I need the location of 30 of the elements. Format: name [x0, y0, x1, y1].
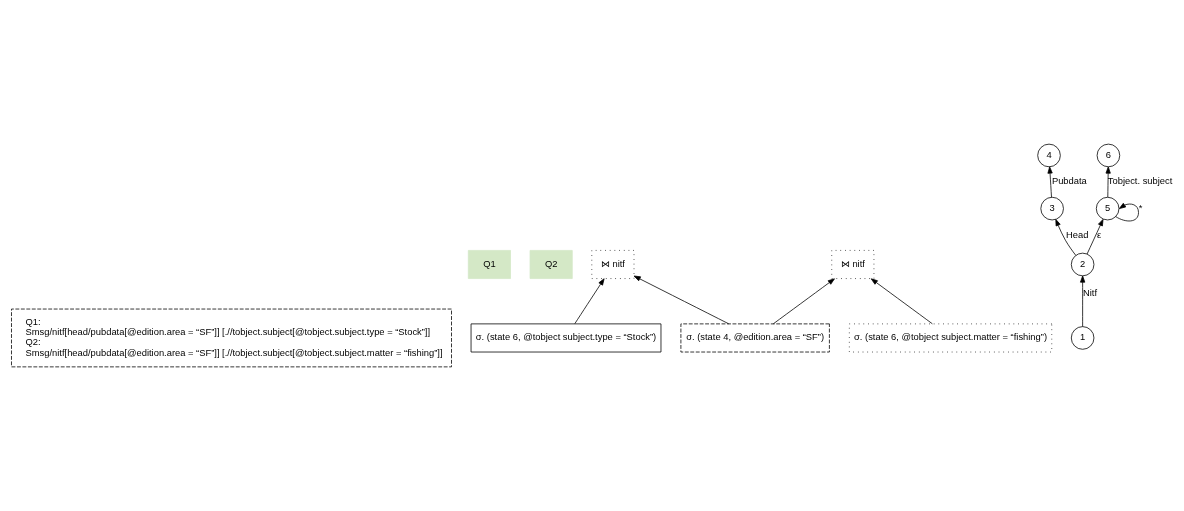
arrow	[1080, 275, 1086, 327]
node-circle: 3	[1040, 196, 1064, 221]
node-box: σ. (state 6, @tobject subject.type = “Stock”)	[470, 323, 662, 353]
node-box: ⋈ nitf	[591, 250, 635, 279]
node-circle: 1	[1070, 326, 1095, 350]
node-circle: 2	[1070, 252, 1095, 277]
arrow	[1055, 219, 1077, 256]
node-box: ⋈ nitf	[831, 250, 875, 279]
arrow	[1115, 202, 1139, 222]
edge-label: Pubdata	[1051, 176, 1087, 187]
node-box: σ. (state 4, @edition.area = “SF”)	[680, 323, 830, 353]
node-circle: 6	[1096, 143, 1121, 168]
node-box: Q2	[529, 250, 573, 279]
edge-label: Head	[1065, 229, 1089, 240]
arrow	[772, 278, 835, 325]
node-circle: 4	[1037, 143, 1061, 168]
arrow	[870, 278, 933, 325]
node-box: σ. (state 6, @tobject subject.matter = “fishing”)	[848, 323, 1053, 353]
arrow	[1086, 219, 1104, 255]
edge-label: Tobject. subject	[1107, 176, 1173, 187]
edge-label: ε	[1096, 229, 1102, 240]
node-box: Q1	[467, 250, 511, 279]
edge-label: Nitf	[1083, 288, 1098, 299]
arrow	[1047, 166, 1053, 198]
edge-label: *	[1138, 203, 1143, 214]
node-circle: 5	[1095, 196, 1120, 221]
node-box: Q1: Smsg/nitf[head/pubdata[@edition.area = “SF”]] [.//tobject.subject[@tobject.subject.type = “Stock”]] Q2: Smsg/nitf[head/pubdata[@edition.area = “SF”]] [.//tobject.subject[@tobject.subject.matter = “fishing”]]	[11, 308, 452, 368]
arrow	[574, 278, 605, 325]
arrow	[1105, 166, 1111, 198]
arrow	[633, 275, 730, 325]
